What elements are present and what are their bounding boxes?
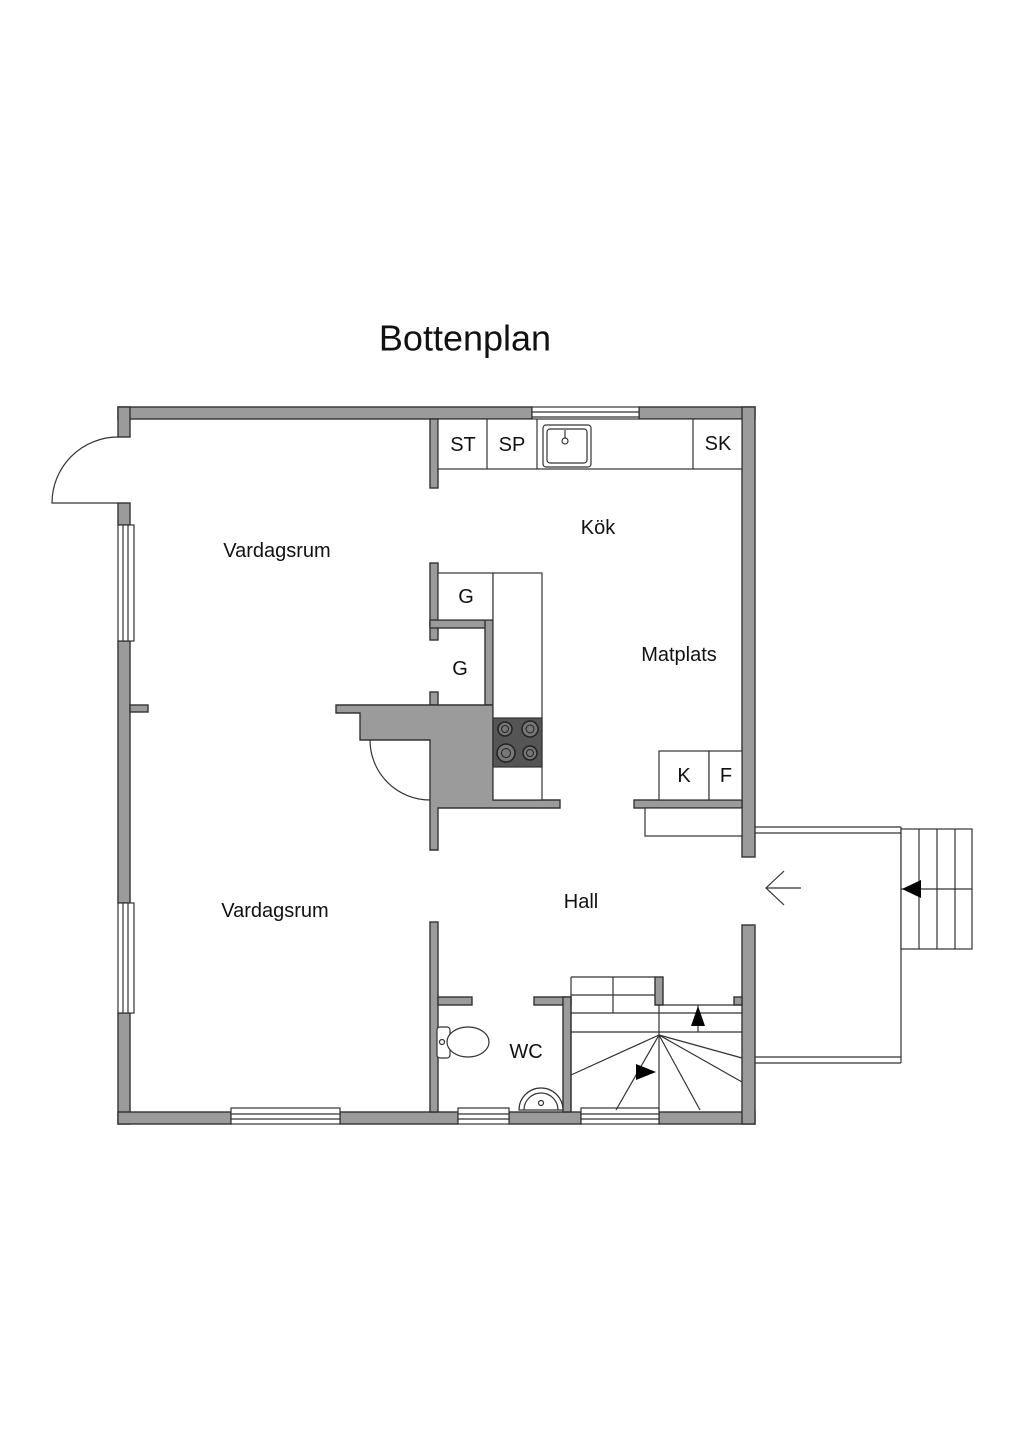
room-label-living-lower: Vardagsrum (221, 900, 328, 922)
wall-closet-stub (429, 691, 439, 706)
window-left-upper (117, 524, 135, 642)
window-bottom-1 (230, 1107, 341, 1125)
window-bottom-3 (580, 1107, 660, 1125)
stair-arrow-right-icon (636, 1064, 656, 1080)
closets: G G (437, 572, 494, 680)
closet-label-lower: G (452, 658, 468, 680)
wall-hall-left (429, 921, 439, 1113)
wall-stair-post (654, 976, 664, 1006)
toilet-icon (436, 1026, 490, 1059)
appliance-f (708, 750, 743, 801)
wall-bottom-2 (339, 1111, 459, 1125)
kitchen-counter-vertical (492, 572, 543, 801)
wall-left-2 (117, 502, 131, 526)
window-top (531, 406, 640, 423)
stove-icon (492, 717, 543, 768)
room-label-wc: WC (509, 1041, 542, 1063)
closet-upper (437, 572, 494, 621)
room-label-kitchen: Kök (581, 517, 616, 539)
entrance-porch (755, 826, 973, 1064)
wall-dining-bottom (633, 799, 743, 809)
wall-bottom-3 (508, 1111, 582, 1125)
washbasin-icon (518, 1087, 564, 1111)
counter-label-sp: SP (499, 434, 526, 456)
wall-right-1 (741, 406, 756, 858)
room-label-hall: Hall (564, 891, 598, 913)
wall-closet-right (484, 619, 494, 706)
doors (51, 436, 801, 906)
counter-label-sk: SK (705, 433, 732, 455)
wall-kitchen-top (429, 418, 439, 489)
wall-right-2 (741, 924, 756, 1125)
appliance-k (658, 750, 710, 801)
sink-icon (542, 424, 592, 468)
wall-bottom-4 (658, 1111, 756, 1125)
kitchen-counter: ST SP SK (437, 418, 743, 470)
wall-left-1 (117, 406, 131, 438)
wall-bottom-1 (117, 1111, 232, 1125)
counter-label-st: ST (450, 434, 476, 456)
interior-walls (335, 418, 743, 1113)
room-label-dining: Matplats (641, 644, 717, 666)
room-labels: Vardagsrum Kök Matplats Vardagsrum Hall … (221, 517, 717, 1063)
wall-top-right (638, 406, 756, 420)
hall-shelf (644, 807, 743, 837)
closet-label-upper: G (458, 586, 474, 608)
door-swing-chimney (369, 739, 431, 801)
windows (117, 406, 660, 1125)
wall-left-3 (117, 640, 131, 904)
entrance-steps (900, 828, 973, 950)
wall-wc-right (562, 996, 572, 1113)
door-swing-left (51, 436, 119, 504)
room-label-living-upper: Vardagsrum (223, 540, 330, 562)
wall-left-stub (129, 704, 149, 713)
window-left-lower (117, 902, 135, 1014)
wall-top-left (117, 406, 533, 420)
entry-arrow-icon (765, 870, 801, 906)
page-title: Bottenplan (379, 318, 551, 359)
wall-wc-top-left (437, 996, 473, 1006)
appliance-label-f: F (720, 765, 732, 787)
staircase (570, 976, 743, 1112)
outer-walls (117, 406, 756, 1125)
wall-left-4 (117, 1012, 131, 1125)
wall-stair-stub (733, 996, 743, 1006)
stair-arrow-up-icon (691, 1006, 705, 1026)
wall-closet-mid (429, 619, 494, 629)
appliances: K F (644, 750, 743, 837)
window-bottom-2 (457, 1107, 510, 1125)
steps-arrow-left-icon (902, 880, 921, 898)
appliance-label-k: K (677, 765, 691, 787)
